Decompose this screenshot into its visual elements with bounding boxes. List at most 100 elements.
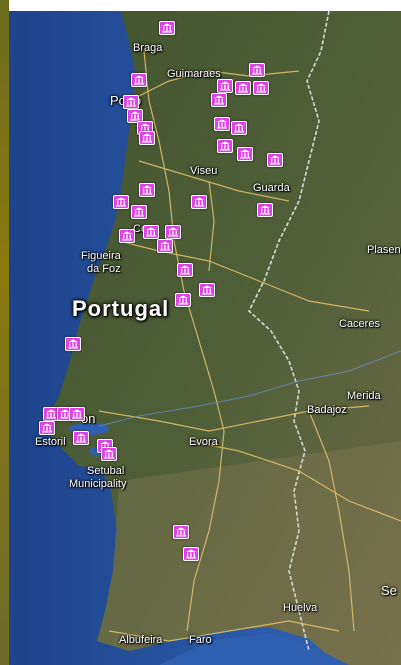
land [49,11,401,665]
museum-icon [42,423,52,433]
place-label-albufeira: Albufeira [119,634,163,646]
southern-sea [159,633,349,665]
place-label-guimaraes: Guimaraes [167,68,221,80]
museum-icon [146,227,156,237]
roads [98,50,401,642]
museum-icon [160,241,170,251]
museum-marker[interactable] [253,81,269,95]
place-label-municipality: Municipality [69,478,127,490]
museum-icon [126,97,136,107]
place-label-braga: Braga [133,42,163,54]
museum-marker[interactable] [139,131,155,145]
museum-icon [116,197,126,207]
satellite-map[interactable] [9,11,401,665]
museum-icon [178,295,188,305]
museum-marker[interactable] [217,139,233,153]
museum-marker[interactable] [177,263,193,277]
museum-marker[interactable] [217,79,233,93]
place-label-da-foz: da Foz [87,263,121,275]
museum-marker[interactable] [69,407,85,421]
museum-icon [46,409,56,419]
museum-icon [260,205,270,215]
place-label-badajoz: Badajoz [307,404,347,416]
museum-icon [60,409,70,419]
museum-marker[interactable] [43,407,59,421]
place-label-guarda: Guarda [253,182,290,194]
museum-icon [134,75,144,85]
museum-marker[interactable] [173,525,189,539]
museum-icon [68,339,78,349]
museum-icon [234,123,244,133]
museum-icon [76,433,86,443]
museum-icon [220,141,230,151]
museum-icon [180,265,190,275]
museum-icon [256,83,266,93]
museum-marker[interactable] [139,183,155,197]
place-label-estoril: Estoril [35,436,66,448]
museum-marker[interactable] [73,431,89,445]
place-label-evora: Evora [189,436,218,448]
museum-marker[interactable] [231,121,247,135]
museum-marker[interactable] [143,225,159,239]
museum-icon [168,227,178,237]
museum-icon [122,231,132,241]
place-label-huelva: Huelva [283,602,318,614]
place-label-setubal: Setubal [87,465,125,477]
adjacent-panel-edge [0,0,9,665]
place-label-figueira: Figueira [81,250,121,262]
museum-icon [194,197,204,207]
museum-marker[interactable] [214,117,230,131]
museum-marker[interactable] [175,293,191,307]
museum-marker[interactable] [235,81,251,95]
museum-marker[interactable] [249,63,265,77]
river [98,350,401,427]
museum-marker[interactable] [159,21,175,35]
museum-icon [162,23,172,33]
place-label-caceres: Caceres [339,318,380,330]
museum-marker[interactable] [123,95,139,109]
museum-icon [142,133,152,143]
museum-marker[interactable] [191,195,207,209]
museum-icon [142,185,152,195]
museum-icon [240,149,250,159]
museum-marker[interactable] [257,203,273,217]
museum-marker[interactable] [127,109,143,123]
museum-marker[interactable] [199,283,215,297]
museum-icon [238,83,248,93]
country-label-portugal: Portugal [72,296,170,321]
museum-marker[interactable] [39,421,55,435]
place-label-faro: Faro [189,634,212,646]
museum-marker[interactable] [165,225,181,239]
museum-marker[interactable] [267,153,283,167]
museum-icon [214,95,224,105]
museum-marker[interactable] [131,205,147,219]
museum-icon [134,207,144,217]
museum-icon [252,65,262,75]
top-edge [0,0,401,11]
museum-marker[interactable] [101,447,117,461]
museum-marker[interactable] [65,337,81,351]
museum-marker[interactable] [183,547,199,561]
place-label-se: Se [381,583,397,598]
museum-icon [72,409,82,419]
museum-marker[interactable] [237,147,253,161]
museum-icon [217,119,227,129]
museum-icon [176,527,186,537]
museum-icon [186,549,196,559]
museum-marker[interactable] [119,229,135,243]
museum-icon [270,155,280,165]
place-label-merida: Merida [347,390,381,402]
museum-marker[interactable] [113,195,129,209]
museum-marker[interactable] [157,239,173,253]
dry-land [97,441,401,665]
museum-icon [202,285,212,295]
place-label-plasen: Plasen [367,244,401,256]
map-view[interactable]: Braga Guimaraes Porto Viseu Guarda Co Fi… [9,11,401,665]
museum-marker[interactable] [211,93,227,107]
national-border [248,11,330,652]
museum-marker[interactable] [131,73,147,87]
museum-icon [130,111,140,121]
museum-icon [104,449,114,459]
place-label-co: Co [133,223,148,235]
place-label-viseu: Viseu [190,165,218,177]
